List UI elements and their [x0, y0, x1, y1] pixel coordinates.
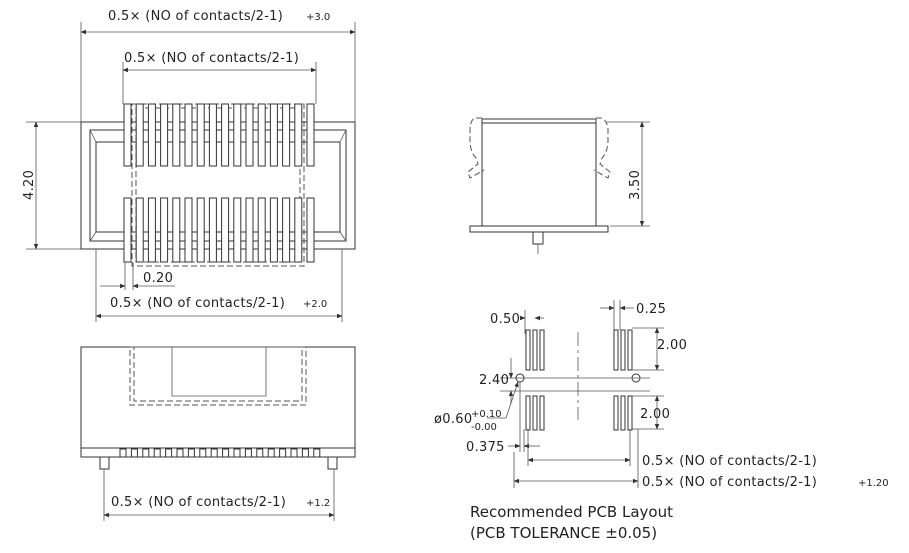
lower-contact-pin	[257, 197, 266, 263]
pcb-pad	[532, 329, 538, 371]
front-contact-pin	[290, 448, 298, 458]
front-contact-pin	[233, 448, 241, 458]
lower-contact-pin	[245, 197, 254, 263]
front-contact-pin	[119, 448, 127, 458]
top-view-body	[80, 121, 356, 250]
top-bottom-dim-plus: +2.0	[303, 299, 327, 310]
upper-contact-pin	[184, 103, 193, 167]
front-contacts	[119, 448, 321, 458]
pcb-span-b-plus: +1.20	[858, 478, 889, 489]
pcb-layout: 0.50 0.25 2.40 ø0.60 +0.10 -0.00 2.00	[434, 300, 889, 542]
top-overall-dim-plus: +3.0	[306, 12, 330, 23]
front-contact-pin	[199, 448, 207, 458]
upper-contact-pin	[269, 103, 278, 167]
upper-contact-pin	[282, 103, 291, 167]
hole-tol-minus: -0.00	[471, 422, 497, 433]
hole-tol-plus: +0.10	[471, 409, 502, 420]
pcb-pad	[539, 329, 545, 371]
lower-contact-pin	[147, 197, 156, 263]
side-view: 3.50	[467, 117, 650, 254]
side-height-dim-label: 3.50	[628, 170, 643, 200]
top-overall-dim-label: 0.5× (NO of contacts/2-1)	[108, 9, 283, 24]
top-bottom-dim-label: 0.5× (NO of contacts/2-1)	[110, 296, 285, 311]
front-contact-pin	[187, 448, 195, 458]
upper-contact-pin	[257, 103, 266, 167]
front-contact-pin	[176, 448, 184, 458]
lower-contact-pin	[135, 197, 144, 263]
upper-contact-pin	[123, 103, 132, 167]
upper-contact-pin	[172, 103, 181, 167]
lower-contact-pin	[221, 197, 230, 263]
lower-contact-pin	[184, 197, 193, 263]
pcb-span-b-label: 0.5× (NO of contacts/2-1)	[642, 475, 817, 490]
front-contact-pin	[313, 448, 321, 458]
pcb-pad	[620, 329, 626, 371]
upper-contact-pin	[196, 103, 205, 167]
pcb-caption-title: Recommended PCB Layout	[470, 503, 673, 521]
side-view-body	[481, 122, 597, 227]
top-view: 0.5× (NO of contacts/2-1) +3.0 0.5× (NO …	[22, 9, 356, 322]
pcb-caption-tolerance: (PCB TOLERANCE ±0.05)	[470, 524, 657, 542]
pad-pitch-label: 0.50	[490, 312, 520, 327]
upper-contact-pin	[306, 103, 315, 167]
front-contact-pin	[130, 448, 138, 458]
front-contact-pin	[222, 448, 230, 458]
pad-length-bottom-label: 2.00	[640, 407, 670, 422]
pcb-pad	[613, 395, 619, 431]
front-contact-pin	[256, 448, 264, 458]
pcb-pad	[525, 329, 531, 371]
pcb-pad	[525, 395, 531, 431]
lower-contact-pin	[196, 197, 205, 263]
front-contact-pin	[210, 448, 218, 458]
upper-contact-pin	[245, 103, 254, 167]
front-bottom-dim-label: 0.5× (NO of contacts/2-1)	[111, 495, 286, 510]
front-bottom-dim-plus: +1.2	[306, 498, 330, 509]
pcb-pads	[525, 329, 633, 431]
pcb-pad	[613, 329, 619, 371]
pcb-pad	[627, 395, 633, 431]
lower-contact-pin	[172, 197, 181, 263]
pad-width-label: 0.25	[636, 302, 666, 317]
front-contact-pin	[301, 448, 309, 458]
pcb-pad	[539, 395, 545, 431]
pcb-pad	[620, 395, 626, 431]
top-upper-contacts	[123, 103, 315, 167]
front-contact-pin	[279, 448, 287, 458]
hole-spacing-label: 2.40	[479, 373, 509, 388]
pcb-span-a-label: 0.5× (NO of contacts/2-1)	[642, 454, 817, 469]
front-contact-pin	[267, 448, 275, 458]
front-contact-pin	[153, 448, 161, 458]
top-lower-contacts	[123, 197, 315, 263]
front-view: 0.5× (NO of contacts/2-1) +1.2	[80, 346, 356, 521]
upper-contact-pin	[221, 103, 230, 167]
pcb-pad	[627, 329, 633, 371]
front-contact-pin	[142, 448, 150, 458]
lower-contact-pin	[269, 197, 278, 263]
top-height-dim-label: 4.20	[22, 170, 37, 200]
lower-contact-pin	[208, 197, 217, 263]
pcb-pad	[532, 395, 538, 431]
lower-contact-pin	[160, 197, 169, 263]
lower-contact-pin	[282, 197, 291, 263]
upper-contact-pin	[208, 103, 217, 167]
upper-contact-pin	[135, 103, 144, 167]
front-contact-pin	[165, 448, 173, 458]
upper-contact-pin	[147, 103, 156, 167]
lower-contact-pin	[123, 197, 132, 263]
hole-diameter-label: ø0.60	[434, 412, 472, 427]
lower-contact-pin	[233, 197, 242, 263]
lower-contact-pin	[306, 197, 315, 263]
pin-width-dim-label: 0.20	[143, 271, 173, 286]
upper-contact-pin	[294, 103, 303, 167]
front-contact-pin	[244, 448, 252, 458]
front-view-body	[80, 346, 356, 458]
edge-offset-label: 0.375	[466, 440, 505, 455]
pad-length-top-label: 2.00	[657, 338, 687, 353]
top-pitch-dim-label: 0.5× (NO of contacts/2-1)	[124, 51, 299, 66]
upper-contact-pin	[160, 103, 169, 167]
upper-contact-pin	[233, 103, 242, 167]
lower-contact-pin	[294, 197, 303, 263]
